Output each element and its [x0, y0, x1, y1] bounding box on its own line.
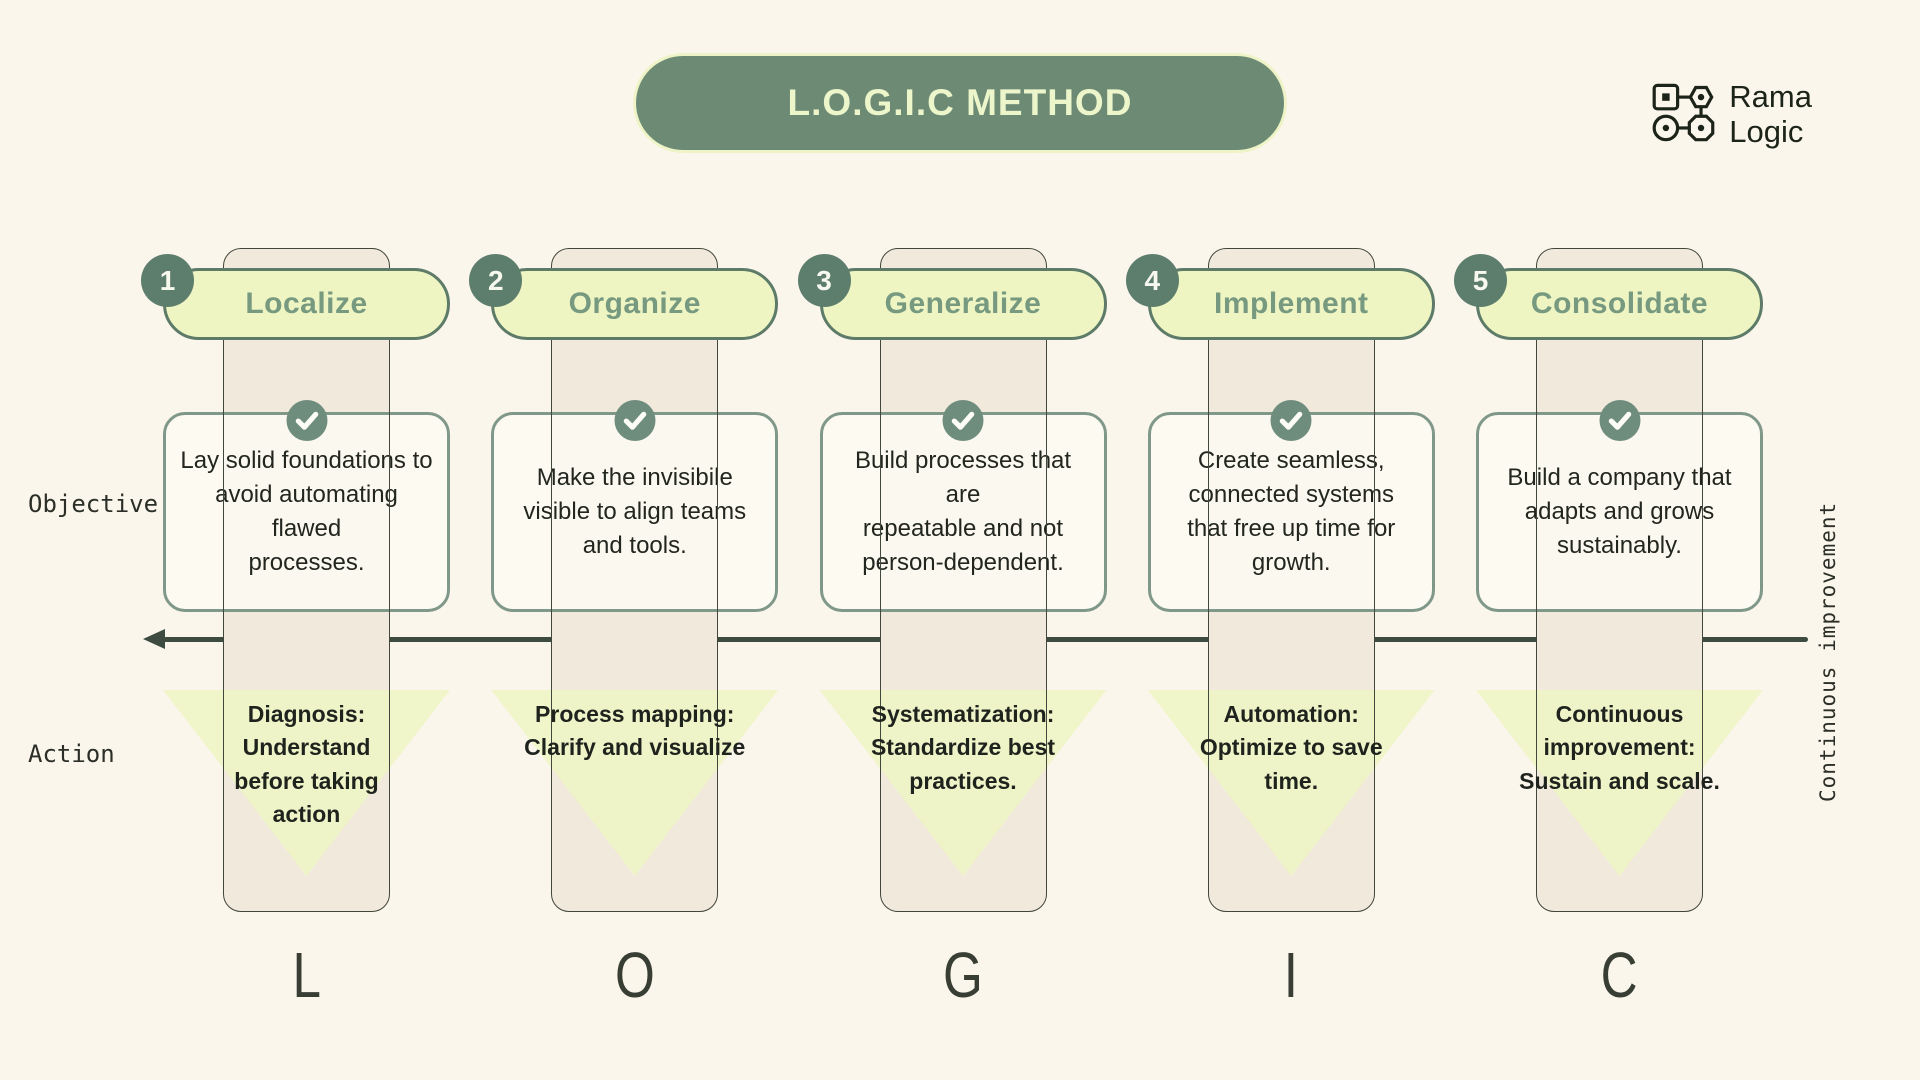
action-text: Systematization: Standardize best practi… [870, 701, 1056, 794]
title-banner: L.O.G.I.C METHOD [636, 56, 1284, 150]
row-label-objective: Objective [28, 490, 159, 518]
step-column-localize: Localize 1 Lay solid foundations to avoi… [141, 190, 450, 1030]
brand-name-line2: Logic [1729, 113, 1804, 149]
step-name-pill: Organize [491, 268, 779, 340]
action-text: Process mapping: Clarify and visualize [524, 701, 746, 761]
step-column-generalize: Generalize 3 Build processes that are re… [797, 190, 1107, 1030]
row-label-action: Action [28, 740, 115, 768]
step-column-implement: Implement 4 Create seamless, connected s… [1125, 190, 1435, 1030]
brand-logo: Rama Logic [1651, 79, 1812, 149]
step-number-badge: 2 [469, 254, 523, 307]
step-number-badge: 4 [1125, 254, 1179, 307]
step-name: Organize [568, 287, 701, 320]
step-name-pill: Consolidate [1476, 268, 1763, 340]
step-name-pill: Localize [163, 268, 450, 340]
objective-text: Create seamless, connected systems that … [1187, 446, 1396, 577]
objective-card: Lay solid foundations to avoid automatin… [163, 412, 450, 612]
step-name: Implement [1213, 287, 1369, 320]
step-column-organize: Organize 2 Make the invisibile visible t… [469, 190, 779, 1030]
check-icon [1270, 400, 1312, 441]
step-name: Generalize [884, 287, 1042, 320]
objective-text: Build processes that are repeatable and … [854, 446, 1072, 577]
page-title: L.O.G.I.C METHOD [787, 82, 1133, 123]
check-icon [1599, 400, 1640, 441]
objective-card: Create seamless, connected systems that … [1147, 412, 1435, 612]
acronym-letter: L [292, 939, 321, 1011]
step-column-consolidate: Consolidate 5 Build a company that adapt… [1454, 190, 1763, 1030]
step-number-badge: 1 [141, 254, 194, 307]
step-name: Localize [245, 287, 368, 320]
acronym-letter: G [943, 939, 983, 1011]
arrow-left-head-icon [143, 629, 165, 649]
objective-card: Make the invisibile visible to align tea… [491, 412, 779, 612]
brand-name-line1: Rama [1729, 79, 1812, 114]
step-name-pill: Generalize [819, 268, 1107, 340]
objective-text: Make the invisibile visible to align tea… [523, 463, 747, 560]
step-number-badge: 5 [1454, 254, 1507, 307]
step-name-pill: Implement [1147, 268, 1435, 340]
objective-text: Build a company that adapts and grows su… [1507, 463, 1732, 560]
acronym-letter: I [1284, 939, 1299, 1011]
action-text: Diagnosis: Understand before taking acti… [234, 701, 379, 828]
steps-row: Localize 1 Lay solid foundations to avoi… [141, 190, 1763, 1030]
check-icon [942, 400, 984, 441]
check-icon [286, 400, 327, 441]
logo-mark-icon [1651, 82, 1717, 147]
acronym-letter: C [1601, 939, 1638, 1011]
objective-card: Build a company that adapts and grows su… [1476, 412, 1763, 612]
action-text: Automation: Optimize to save time. [1199, 701, 1383, 794]
step-name: Consolidate [1530, 287, 1709, 320]
check-icon [614, 400, 656, 441]
arrow-label: Continuous improvement [1816, 501, 1840, 802]
brand-name: Rama Logic [1729, 79, 1812, 149]
acronym-letter: O [614, 939, 655, 1011]
action-text: Continuous improvement: Sustain and scal… [1519, 701, 1720, 794]
step-number-badge: 3 [797, 254, 851, 307]
objective-card: Build processes that are repeatable and … [819, 412, 1107, 612]
objective-text: Lay solid foundations to avoid automatin… [180, 446, 433, 577]
